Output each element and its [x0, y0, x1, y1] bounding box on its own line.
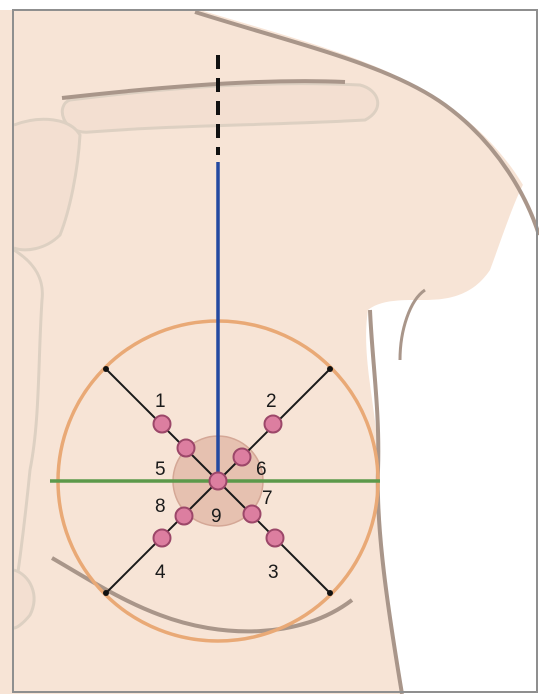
end-dot-upper-left — [103, 366, 109, 372]
label-5: 5 — [155, 459, 166, 480]
label-7: 7 — [262, 488, 273, 509]
marker-4 — [154, 530, 171, 547]
end-dot-upper-right — [327, 366, 333, 372]
marker-9 — [210, 473, 227, 490]
label-9: 9 — [211, 506, 222, 527]
marker-3 — [267, 530, 284, 547]
marker-2 — [265, 416, 282, 433]
label-3: 3 — [268, 562, 279, 583]
marker-7 — [244, 506, 261, 523]
label-6: 6 — [256, 459, 267, 480]
label-1: 1 — [155, 391, 166, 412]
marker-1 — [154, 416, 171, 433]
label-2: 2 — [266, 391, 277, 412]
marker-8 — [176, 508, 193, 525]
label-4: 4 — [155, 562, 166, 583]
label-8: 8 — [155, 496, 166, 517]
marker-6 — [234, 449, 251, 466]
end-dot-lower-right — [327, 590, 333, 596]
marker-5 — [178, 440, 195, 457]
end-dot-lower-left — [103, 590, 109, 596]
